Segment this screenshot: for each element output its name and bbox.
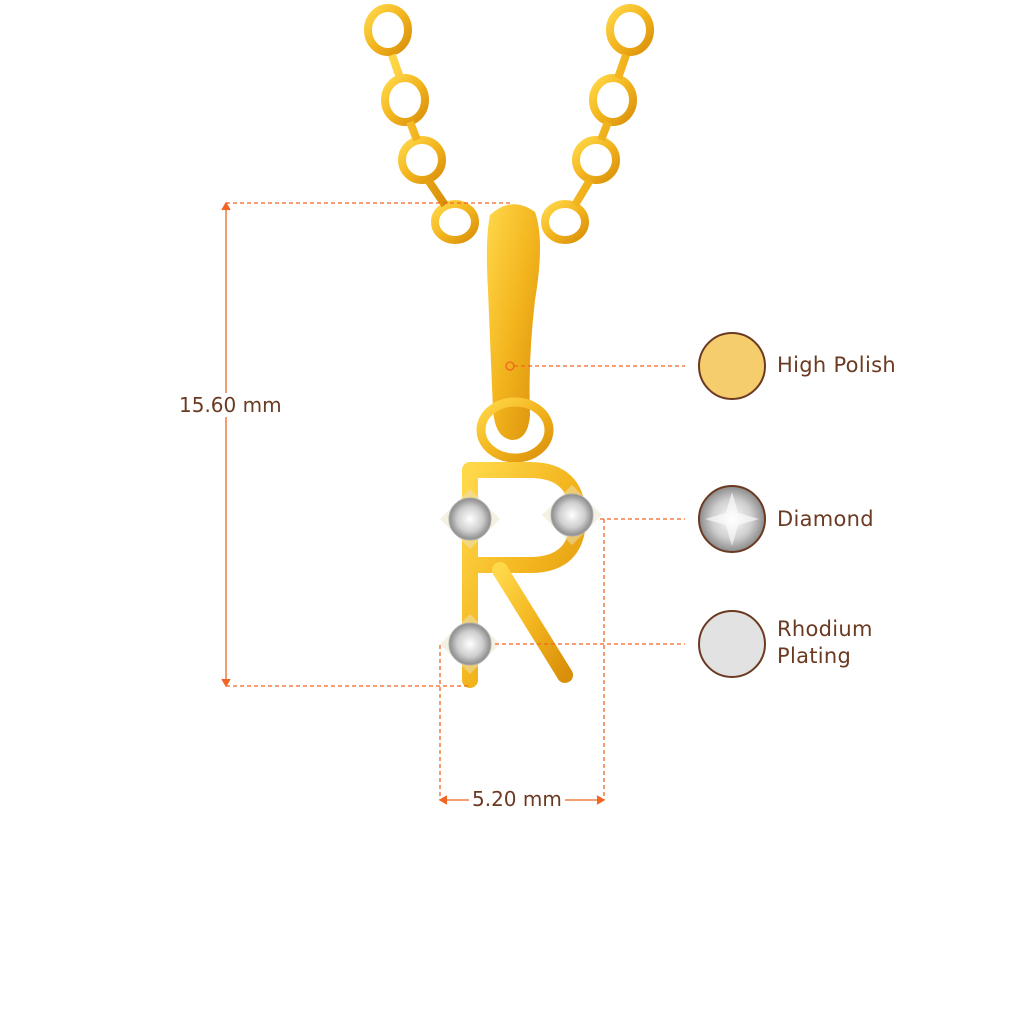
height-dimension-label: 15.60 mm xyxy=(176,393,285,417)
legend-rhodium-line1: Rhodium xyxy=(777,617,873,641)
dimension-lines xyxy=(221,201,685,805)
swatch-diamond xyxy=(698,485,766,553)
jump-ring xyxy=(476,397,554,463)
legend-rhodium-line2: Plating xyxy=(777,644,852,668)
swatch-high-polish xyxy=(698,332,766,400)
chain-left xyxy=(364,4,479,244)
width-dimension-label: 5.20 mm xyxy=(469,787,565,811)
legend-diamond: Diamond xyxy=(777,507,874,531)
chain-right xyxy=(541,4,654,244)
legend-high-polish: High Polish xyxy=(777,353,896,377)
diamonds xyxy=(440,485,602,674)
legend-rhodium-plating: Rhodium Plating xyxy=(777,616,873,670)
swatch-rhodium-plating xyxy=(698,610,766,678)
bail xyxy=(486,204,540,440)
